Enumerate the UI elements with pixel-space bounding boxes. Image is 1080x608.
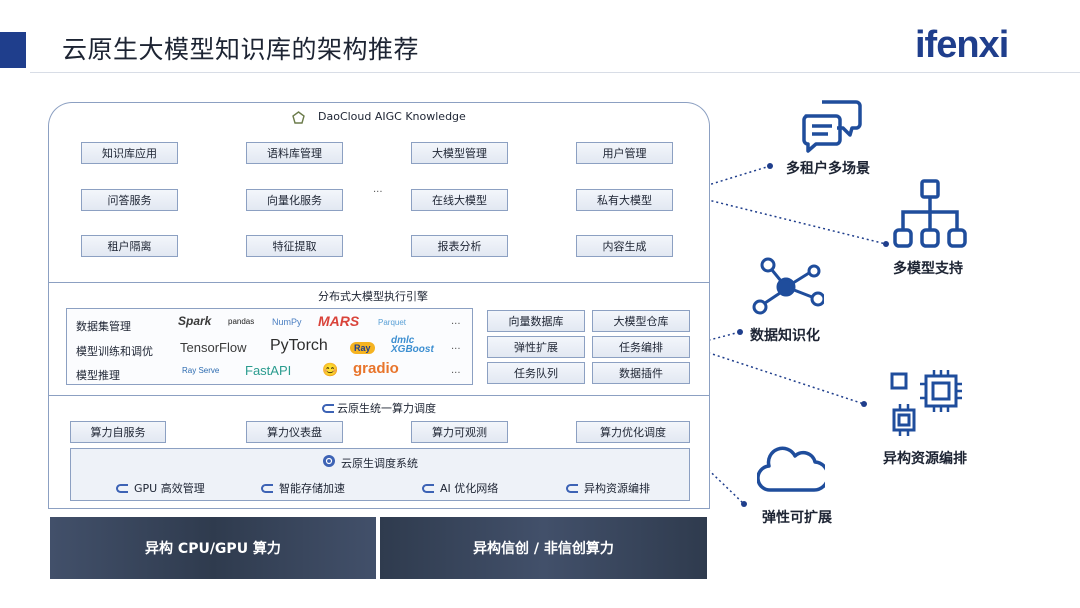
header-divider xyxy=(30,72,1080,73)
mars-logo: MARS xyxy=(318,313,360,329)
connector-multi-tenant xyxy=(691,165,771,191)
app-module-button[interactable]: 租户隔离 xyxy=(81,235,178,257)
scheduler-item: 异构资源编排 xyxy=(566,480,650,496)
gradio-logo: gradio xyxy=(353,360,399,377)
tool-row-label: 数据集管理 xyxy=(76,320,131,333)
kube-logo-icon xyxy=(422,483,434,493)
tool-row-label: 模型推理 xyxy=(76,369,120,382)
scheduler-item-label: AI 优化网络 xyxy=(440,482,499,495)
connector-multi-model xyxy=(691,195,887,245)
app-module-button[interactable]: 大模型管理 xyxy=(411,142,508,164)
engine-service-button[interactable]: 向量数据库 xyxy=(487,310,585,332)
feature-label: 多租户多场景 xyxy=(786,161,870,177)
engine-service-button[interactable]: 大模型仓库 xyxy=(592,310,690,332)
hardware-label: 异构 CPU/GPU 算力 xyxy=(145,541,281,557)
tools-ellipsis: ... xyxy=(451,316,461,327)
engine-service-button[interactable]: 弹性扩展 xyxy=(487,336,585,358)
feature-label: 数据知识化 xyxy=(750,328,820,344)
tools-ellipsis: ... xyxy=(451,341,461,352)
hardware-label: 异构信创 / 非信创算力 xyxy=(473,541,614,557)
compute-service-button[interactable]: 算力仪表盘 xyxy=(246,421,343,443)
kube-logo-icon xyxy=(261,483,273,493)
xgboost-logo: dmlc XGBoost xyxy=(391,335,434,355)
connector-dot xyxy=(767,163,773,169)
connector-heterogeneous xyxy=(693,347,865,405)
compute-service-button[interactable]: 算力自服务 xyxy=(70,421,166,443)
app-module-button[interactable]: 特征提取 xyxy=(246,235,343,257)
compute-scheduling-title: 云原生统一算力调度 xyxy=(337,402,436,415)
parquet-logo: Parquet xyxy=(378,318,407,327)
compute-scheduling-header: 云原生统一算力调度 xyxy=(322,400,436,416)
chat-bubbles-icon xyxy=(800,98,862,158)
hardware-block-cpu-gpu: 异构 CPU/GPU 算力 xyxy=(50,517,376,579)
app-module-button[interactable]: 向量化服务 xyxy=(246,189,343,211)
engine-service-button[interactable]: 任务编排 xyxy=(592,336,690,358)
brand-logo: ifenxi xyxy=(915,24,1009,66)
compute-service-button[interactable]: 算力优化调度 xyxy=(576,421,690,443)
ray-logo: Ray xyxy=(350,342,375,354)
connector-dot xyxy=(883,241,889,247)
feature-label: 弹性可扩展 xyxy=(762,510,832,526)
app-module-button[interactable]: 用户管理 xyxy=(576,142,673,164)
cloud-icon xyxy=(756,444,830,500)
daocloud-logo-icon xyxy=(292,109,305,124)
kube-logo-icon xyxy=(322,403,334,413)
pytorch-logo: PyTorch xyxy=(270,337,328,354)
feature-label: 异构资源编排 xyxy=(883,451,967,467)
connector-dot xyxy=(741,501,747,507)
scheduler-item: 智能存储加速 xyxy=(261,480,345,496)
kubernetes-icon xyxy=(322,454,336,471)
engine-service-button[interactable]: 任务队列 xyxy=(487,362,585,384)
fastapi-logo: FastAPI xyxy=(245,363,292,378)
app-module-button[interactable]: 内容生成 xyxy=(576,235,673,257)
tools-ellipsis: ... xyxy=(451,365,461,376)
scheduler-system-box xyxy=(70,448,690,501)
aigc-knowledge-title: DaoCloud AIGC Knowledge xyxy=(318,110,466,123)
scheduler-item-label: 智能存储加速 xyxy=(279,482,345,495)
ray-serve-logo: Ray Serve xyxy=(182,366,220,375)
hierarchy-icon xyxy=(893,178,969,254)
tensorflow-logo: TensorFlow xyxy=(180,340,247,355)
kube-logo-icon xyxy=(116,483,128,493)
scheduler-item: AI 优化网络 xyxy=(422,480,498,496)
app-module-button[interactable]: 问答服务 xyxy=(81,189,178,211)
compute-service-button[interactable]: 算力可观测 xyxy=(411,421,508,443)
chip-cluster-icon xyxy=(886,366,970,442)
scheduler-system-title: 云原生调度系统 xyxy=(341,456,418,470)
app-module-button[interactable]: 知识库应用 xyxy=(81,142,178,164)
scheduler-item-label: GPU 高效管理 xyxy=(134,482,205,495)
app-module-button[interactable]: 在线大模型 xyxy=(411,189,508,211)
tool-row-label: 模型训练和调优 xyxy=(76,345,153,358)
page-title: 云原生大模型知识库的架构推荐 xyxy=(62,35,420,64)
network-nodes-icon xyxy=(752,255,826,321)
connector-dot xyxy=(737,329,743,335)
app-module-button[interactable]: 报表分析 xyxy=(411,235,508,257)
hardware-block-xinchuang: 异构信创 / 非信创算力 xyxy=(380,517,707,579)
scheduler-item: GPU 高效管理 xyxy=(116,480,205,496)
scheduler-item-label: 异构资源编排 xyxy=(584,482,650,495)
connector-dot xyxy=(861,401,867,407)
app-module-button[interactable]: 私有大模型 xyxy=(576,189,673,211)
app-module-button[interactable]: 语料库管理 xyxy=(246,142,343,164)
top-layer-ellipsis: ... xyxy=(373,184,383,195)
feature-label: 多模型支持 xyxy=(893,261,963,277)
spark-logo: Spark xyxy=(178,314,212,328)
kube-logo-icon xyxy=(566,483,578,493)
numpy-logo: NumPy xyxy=(272,317,302,327)
title-accent-bar xyxy=(0,32,26,68)
execution-engine-title: 分布式大模型执行引擎 xyxy=(318,290,428,303)
framework-tools-box xyxy=(66,308,473,385)
pandas-logo: pandas xyxy=(228,317,255,326)
engine-service-button[interactable]: 数据插件 xyxy=(592,362,690,384)
scheduler-system-header: 云原生调度系统 xyxy=(322,454,418,471)
huggingface-logo: 😊 xyxy=(322,362,339,377)
